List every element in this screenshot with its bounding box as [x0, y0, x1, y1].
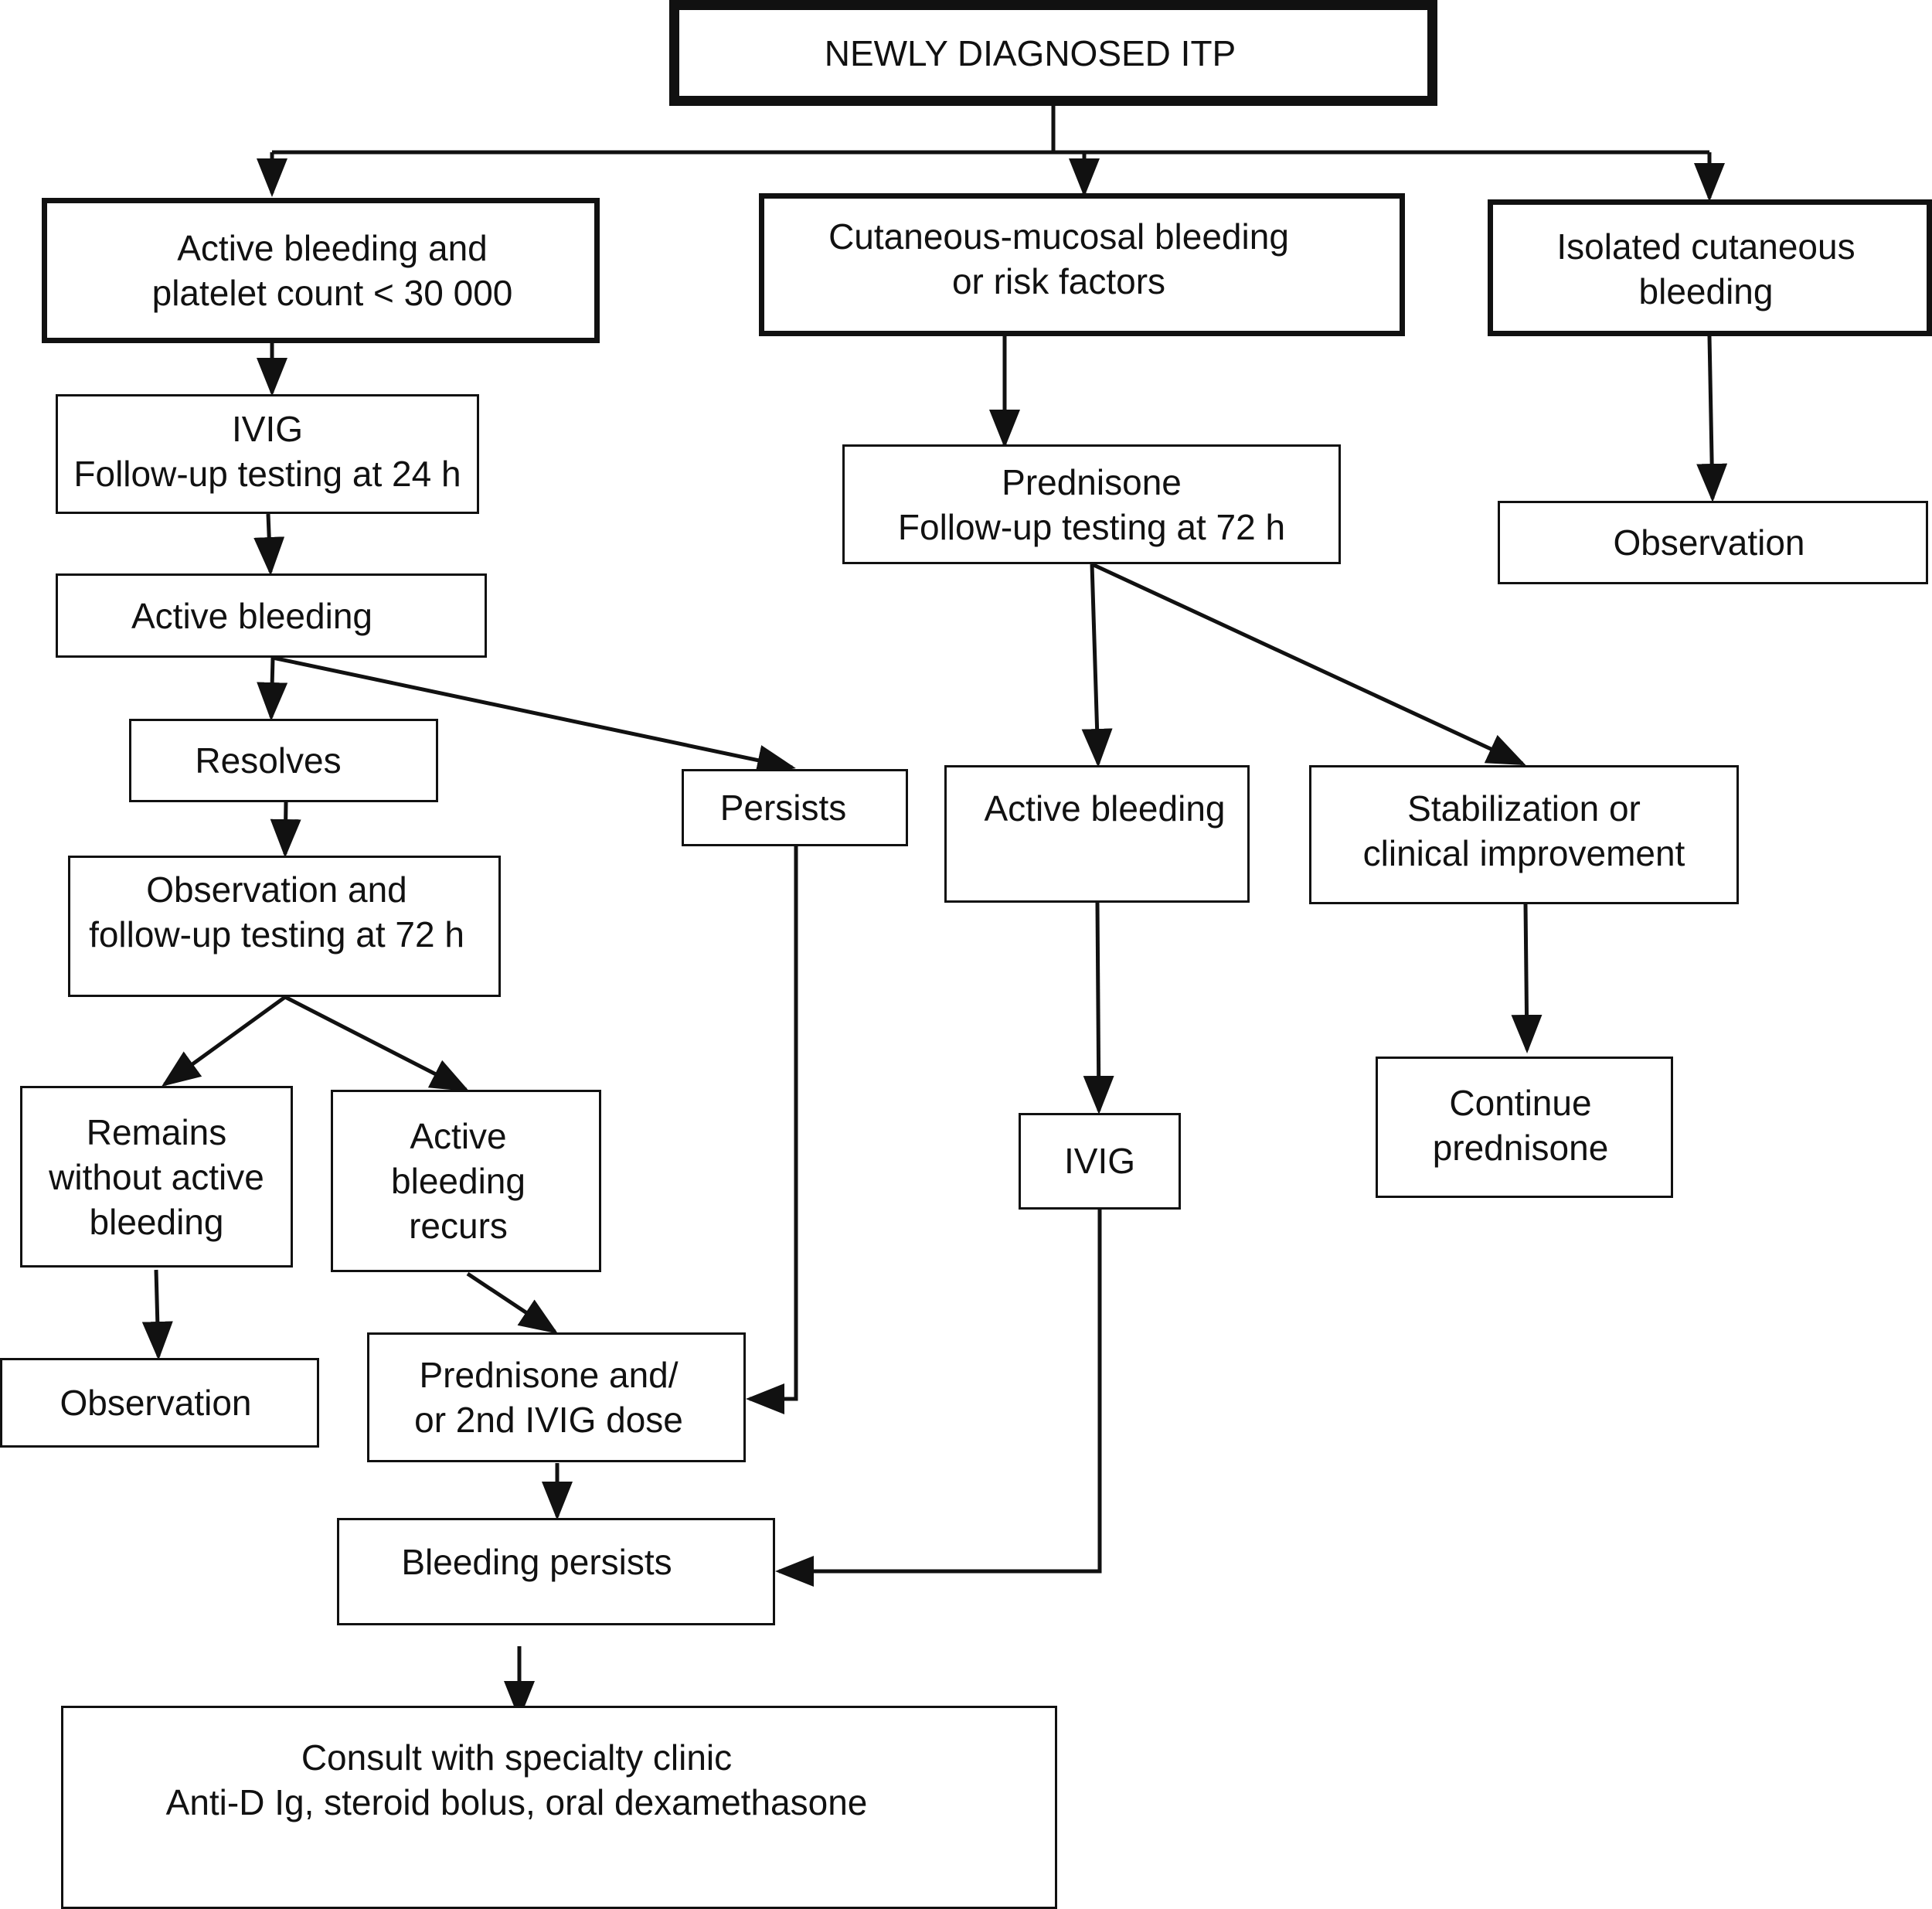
node-resolves: Resolves	[129, 719, 438, 802]
arrow-active-bleeding-to-resolves	[257, 657, 288, 721]
remains-line-3: bleeding	[89, 1201, 224, 1242]
node-bleeding-persists: Bleeding persists	[337, 1518, 775, 1625]
connector-ivig-to-bleeding-persists	[775, 1210, 1102, 1587]
node-newly-diagnosed-itp: NEWLY DIAGNOSED ITP	[669, 0, 1437, 106]
mucosal-branch-line-1: Cutaneous-mucosal bleeding	[828, 216, 1289, 257]
arrow-resolves-to-observation	[270, 801, 301, 858]
node-active-bleeding-recurs: Active bleeding recurs	[331, 1090, 601, 1272]
node-isolated-cutaneous: Isolated cutaneous bleeding	[1488, 199, 1932, 336]
active-bleeding-left-label: Active bleeding	[131, 595, 372, 636]
observation-right-label: Observation	[1613, 522, 1805, 563]
prednisone-72h-line-2: Follow-up testing at 72 h	[897, 506, 1286, 547]
observation-72h-line-1: Observation and	[146, 869, 407, 910]
arrow-prednisone-to-stabilization	[1090, 562, 1526, 766]
node-observation-72h: Observation and follow-up testing at 72 …	[68, 856, 501, 997]
node-stabilization: Stabilization or clinical improvement	[1309, 765, 1739, 904]
arrow-prednisone-to-active-bleeding	[1081, 563, 1113, 767]
node-active-bleeding-platelet: Active bleeding and platelet count < 30 …	[42, 198, 600, 343]
cutaneous-branch-line-2: bleeding	[1638, 271, 1774, 311]
node-cutaneous-mucosal: Cutaneous-mucosal bleeding or risk facto…	[759, 193, 1405, 336]
node-continue-prednisone: Continue prednisone	[1376, 1057, 1673, 1198]
node-consult-specialty-clinic: Consult with specialty clinic Anti-D Ig,…	[61, 1706, 1057, 1909]
active-branch-line-1: Active bleeding and	[177, 228, 488, 268]
remains-line-2: without active	[49, 1156, 264, 1197]
node-prednisone-72h: Prednisone Follow-up testing at 72 h	[842, 444, 1341, 564]
observation-72h-line-2: follow-up testing at 72 h	[89, 914, 464, 954]
arrow-active-bleeding-to-persists	[272, 655, 796, 776]
arrow-cutaneous-to-observation	[1696, 335, 1728, 502]
arrow-ivig-to-active-bleeding	[253, 513, 285, 576]
stabilization-line-2: clinical improvement	[1362, 833, 1685, 873]
node-prednisone-2nd-ivig: Prednisone and/ or 2nd IVIG dose	[367, 1332, 746, 1462]
recurs-line-3: recurs	[409, 1206, 508, 1246]
connector-persists-down	[746, 846, 798, 1414]
consult-line-1: Consult with specialty clinic	[301, 1737, 733, 1778]
node-persists: Persists	[682, 769, 908, 846]
active-branch-line-2: platelet count < 30 000	[151, 273, 513, 313]
node-active-bleeding-middle: Active bleeding	[944, 765, 1250, 903]
continue-prednisone-line-1: Continue	[1449, 1083, 1592, 1123]
active-bleeding-middle-label: Active bleeding	[984, 788, 1226, 829]
observation-left-label: Observation	[60, 1383, 252, 1423]
node-ivig-middle: IVIG	[1019, 1113, 1181, 1210]
ivig-24h-line-2: Follow-up testing at 24 h	[73, 453, 461, 494]
node-observation-right: Observation	[1498, 501, 1928, 584]
node-remains-without-bleeding: Remains without active bleeding	[20, 1086, 293, 1268]
arrow-active-bleeding-to-ivig	[1083, 902, 1114, 1114]
prednisone-72h-line-1: Prednisone	[1002, 461, 1182, 502]
arrow-stabilization-to-continue	[1511, 903, 1543, 1053]
arrow-observation-to-remains	[161, 995, 287, 1087]
resolves-label: Resolves	[195, 740, 342, 781]
mucosal-branch-line-2: or risk factors	[951, 261, 1166, 301]
ivig-middle-label: IVIG	[1063, 1141, 1136, 1181]
ivig-24h-line-1: IVIG	[231, 408, 304, 449]
cutaneous-branch-line-1: Isolated cutaneous	[1556, 226, 1855, 267]
prednisone-2nd-ivig-line-2: or 2nd IVIG dose	[414, 1400, 683, 1440]
recurs-line-2: bleeding	[391, 1161, 526, 1201]
node-ivig-24h: IVIG Follow-up testing at 24 h	[56, 394, 479, 514]
node-observation-left: Observation	[0, 1358, 319, 1448]
remains-line-1: Remains	[86, 1111, 227, 1152]
node-active-bleeding-left: Active bleeding	[56, 573, 487, 658]
stabilization-line-1: Stabilization or	[1407, 788, 1641, 829]
prednisone-2nd-ivig-line-1: Prednisone and/	[419, 1355, 679, 1395]
recurs-line-1: Active	[410, 1116, 507, 1156]
bleeding-persists-label: Bleeding persists	[401, 1542, 672, 1582]
arrow-remains-to-observation	[141, 1269, 173, 1360]
persists-label: Persists	[719, 788, 847, 828]
consult-line-2: Anti-D Ig, steroid bolus, oral dexametha…	[165, 1782, 868, 1822]
arrow-recurs-to-prednisone	[466, 1271, 559, 1334]
root-label: NEWLY DIAGNOSED ITP	[824, 32, 1236, 73]
continue-prednisone-line-2: prednisone	[1432, 1128, 1609, 1168]
arrow-observation-to-recurs	[284, 995, 470, 1092]
